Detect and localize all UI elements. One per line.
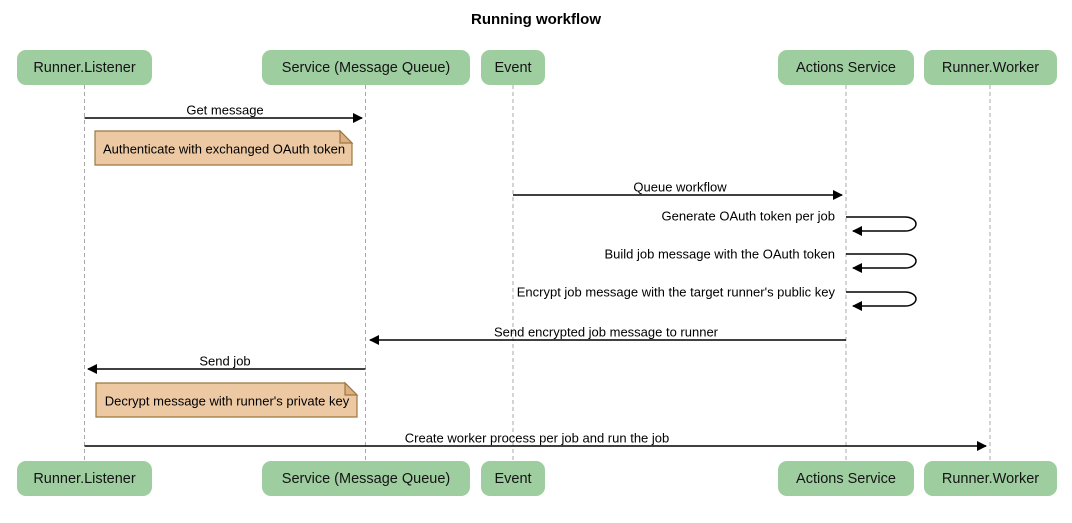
self-loop-generate-oauth-token [846, 216, 917, 236]
participant-label: Runner.Worker [941, 470, 1040, 487]
note-label-authenticate: Authenticate with exchanged OAuth token [102, 141, 346, 157]
note-decrypt-shape [95, 382, 358, 418]
participant-top-runner-worker: Runner.Worker [924, 50, 1057, 85]
participant-label: Runner.Worker [941, 59, 1040, 76]
participant-top-runner-listener: Runner.Listener [17, 50, 152, 85]
participant-label: Service (Message Queue) [281, 59, 451, 76]
participant-label: Runner.Listener [33, 470, 136, 487]
participant-label: Runner.Listener [33, 59, 136, 76]
message-label-generate-oauth-token: Generate OAuth token per job [661, 208, 835, 224]
self-loop-build-job-message [846, 253, 917, 273]
self-loop-encrypt-job-message [846, 291, 917, 311]
participant-label: Event [494, 59, 532, 76]
message-label-get-message: Get message [186, 102, 264, 118]
participant-top-event: Event [481, 50, 545, 85]
note-authenticate-shape [94, 130, 353, 166]
participant-top-service-mq: Service (Message Queue) [262, 50, 470, 85]
participant-bottom-runner-listener: Runner.Listener [17, 461, 152, 496]
participant-bottom-event: Event [481, 461, 545, 496]
message-label-encrypt-job-message: Encrypt job message with the target runn… [516, 284, 835, 300]
participant-bottom-runner-worker: Runner.Worker [924, 461, 1057, 496]
message-label-build-job-message: Build job message with the OAuth token [604, 246, 835, 262]
note-authenticate-fold [339, 129, 354, 144]
note-label-decrypt: Decrypt message with runner's private ke… [104, 393, 350, 409]
participant-bottom-service-mq: Service (Message Queue) [262, 461, 470, 496]
participant-label: Service (Message Queue) [281, 470, 451, 487]
note-decrypt-fold [344, 381, 359, 396]
message-label-send-job: Send job [199, 353, 251, 369]
message-label-queue-workflow: Queue workflow [633, 179, 727, 195]
message-label-create-worker-process: Create worker process per job and run th… [404, 430, 670, 446]
participant-label: Event [494, 470, 532, 487]
participant-top-actions-service: Actions Service [778, 50, 914, 85]
participant-bottom-actions-service: Actions Service [778, 461, 914, 496]
participant-label: Actions Service [796, 470, 896, 487]
diagram-title: Running workflow [471, 11, 601, 28]
message-label-send-encrypted-job-message: Send encrypted job message to runner [493, 324, 719, 340]
participant-label: Actions Service [796, 59, 896, 76]
